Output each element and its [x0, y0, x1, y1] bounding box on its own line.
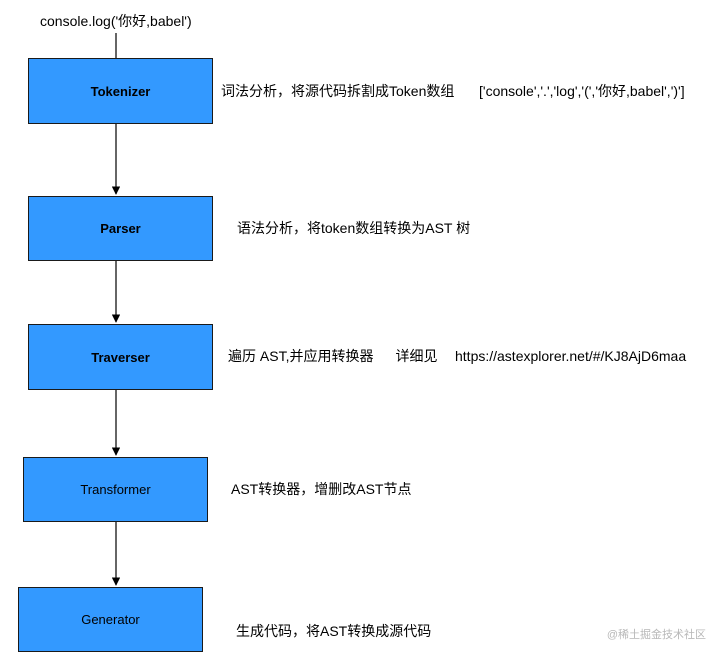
- node-transformer-label: Transformer: [80, 482, 151, 497]
- tokenizer-description: 词法分析，将源代码拆割成Token数组: [221, 83, 455, 99]
- traverser-description-text: 遍历 AST,并应用转换器: [228, 348, 374, 364]
- node-traverser-label: Traverser: [91, 349, 150, 365]
- watermark: @稀土掘金技术社区: [606, 629, 706, 641]
- node-generator-label: Generator: [81, 612, 140, 627]
- node-parser: Parser: [28, 196, 213, 261]
- transformer-description: AST转换器，增删改AST节点: [231, 481, 412, 497]
- node-parser-label: Parser: [100, 221, 141, 236]
- traverser-description: 遍历 AST,并应用转换器 详细见: [228, 347, 437, 365]
- traverser-link[interactable]: https://astexplorer.net/#/KJ8AjD6maa: [455, 348, 687, 364]
- node-traverser: Traverser: [28, 324, 213, 390]
- tokenizer-example: ['console','.','log','(','你好,babel',')']: [479, 83, 685, 99]
- node-tokenizer-label: Tokenizer: [90, 83, 151, 99]
- input-code-label: console.log('你好,babel'): [40, 13, 192, 29]
- parser-description: 语法分析，将token数组转换为AST 树: [237, 220, 471, 236]
- generator-description: 生成代码，将AST转换成源代码: [236, 623, 432, 639]
- node-generator: Generator: [18, 587, 203, 652]
- traverser-link-note: 详细见: [395, 348, 438, 364]
- node-tokenizer: Tokenizer: [28, 58, 213, 124]
- node-transformer: Transformer: [23, 457, 208, 522]
